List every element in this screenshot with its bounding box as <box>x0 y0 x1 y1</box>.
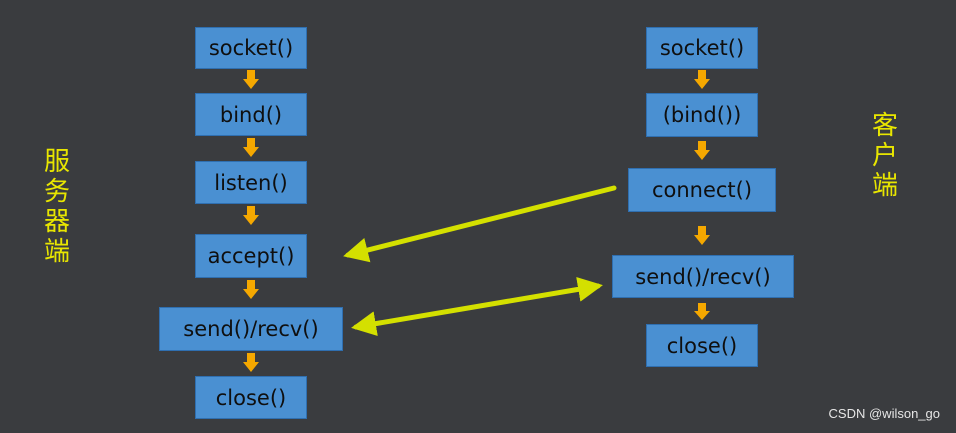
flow-arrow-server-3 <box>243 206 259 225</box>
client-close-step: close() <box>646 324 758 367</box>
flow-arrow-server-4 <box>243 280 259 299</box>
server-send-recv-step: send()/recv() <box>159 307 343 351</box>
client-bind-step: (bind()) <box>646 93 758 137</box>
link-arrow-connect-accept <box>343 185 617 263</box>
watermark: CSDN @wilson_go <box>828 406 940 421</box>
client-side-label: 客户端 <box>871 111 898 201</box>
flow-arrow-client-2 <box>694 141 710 160</box>
server-flow-arrows <box>243 70 259 372</box>
server-listen-step: listen() <box>195 161 307 204</box>
flow-arrow-client-3 <box>694 226 710 245</box>
flow-arrow-server-1 <box>243 70 259 89</box>
server-socket-step: socket() <box>195 27 307 69</box>
client-connect-step: connect() <box>628 168 776 212</box>
flow-arrow-client-4 <box>694 303 710 320</box>
server-accept-step: accept() <box>195 234 307 278</box>
client-send-recv-step: send()/recv() <box>612 255 794 298</box>
link-arrow-send-recv <box>351 277 603 336</box>
client-flow-arrows <box>694 70 710 320</box>
server-side-label: 服务器端 <box>43 147 70 267</box>
server-close-step: close() <box>195 376 307 419</box>
flow-arrow-server-5 <box>243 353 259 372</box>
flow-arrow-server-2 <box>243 138 259 157</box>
client-socket-step: socket() <box>646 27 758 69</box>
flow-arrow-client-1 <box>694 70 710 89</box>
server-bind-step: bind() <box>195 93 307 136</box>
